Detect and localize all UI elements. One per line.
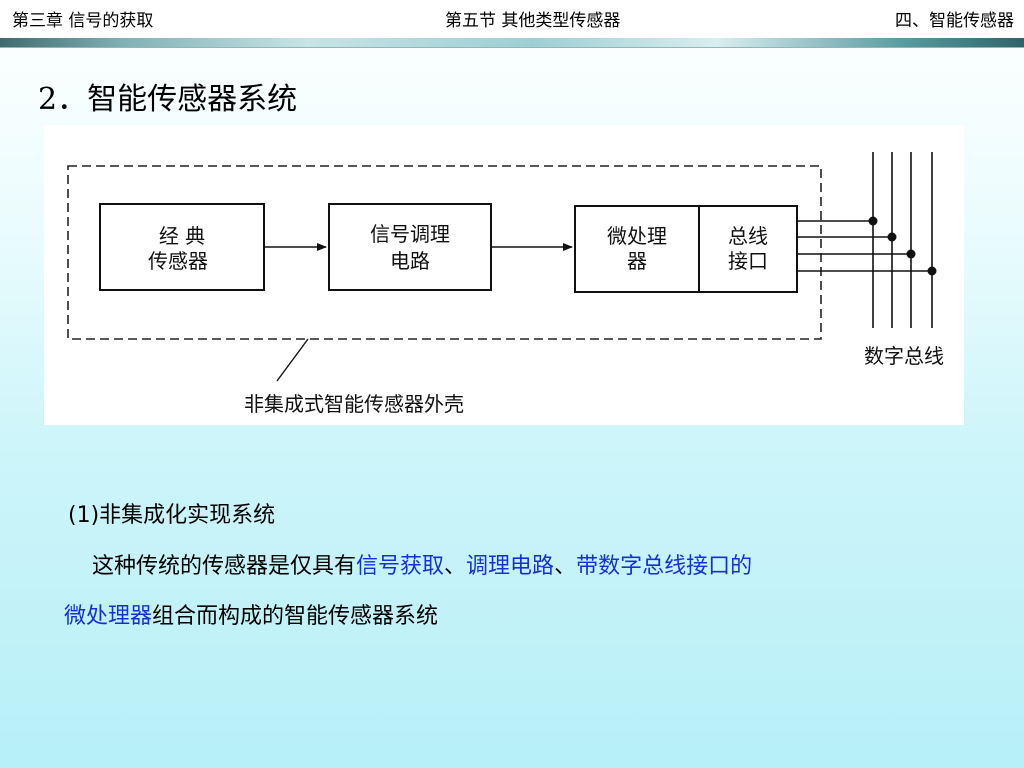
- slide-header: 第三章 信号的获取 第五节 其他类型传感器 四、智能传感器: [0, 0, 1024, 38]
- microprocessor-line2: 器: [627, 249, 647, 273]
- housing-label: 非集成式智能传感器外壳: [244, 392, 464, 416]
- highlight-conditioning-circuit: 调理电路: [466, 554, 555, 579]
- description-line-2: 微处理器组合而构成的智能传感器系统: [64, 606, 438, 628]
- slide-title: 2．智能传感器系统: [38, 82, 298, 117]
- system-diagram: 经 典 传感器 信号调理 电路 微处理 器 总线 接口 数字总线: [44, 125, 964, 425]
- diagram-svg: 经 典 传感器 信号调理 电路 微处理 器 总线 接口 数字总线: [67, 152, 944, 416]
- description-text: 组合而构成的智能传感器系统: [152, 604, 439, 629]
- highlight-digital-bus-interface: 带数字总线接口的: [576, 554, 753, 579]
- processor-bus-block: [574, 205, 798, 293]
- housing-leader-line: [276, 338, 309, 382]
- description-line-1: 这种传统的传感器是仅具有信号获取、调理电路、带数字总线接口的: [92, 556, 752, 578]
- classic-sensor-line2: 传感器: [148, 249, 208, 273]
- separator: 、: [444, 554, 467, 579]
- subsection-heading: (1)非集成化实现系统: [68, 503, 276, 528]
- header-decorative-bar: [0, 38, 1024, 47]
- header-divider: [0, 47, 1024, 48]
- digital-bus-label: 数字总线: [864, 344, 944, 368]
- highlight-microprocessor: 微处理器: [64, 604, 153, 629]
- section-label: 第五节 其他类型传感器: [445, 11, 621, 31]
- bus-interface-line2: 接口: [728, 249, 768, 273]
- bus-junction-2: [887, 232, 897, 242]
- bus-junction-3: [906, 249, 916, 259]
- topic-label: 四、智能传感器: [895, 11, 1014, 31]
- separator: 、: [554, 554, 577, 579]
- bus-junction-1: [868, 216, 878, 226]
- housing-outline: [67, 165, 822, 340]
- microprocessor-line1: 微处理: [607, 224, 667, 248]
- chapter-label: 第三章 信号的获取: [12, 11, 154, 31]
- signal-conditioning-line1: 信号调理: [370, 222, 450, 246]
- bus-interface-line1: 总线: [728, 224, 768, 248]
- bus-junction-4: [927, 266, 937, 276]
- classic-sensor-line1: 经 典: [159, 224, 205, 248]
- signal-conditioning-line2: 电路: [390, 249, 430, 273]
- highlight-signal-acquisition: 信号获取: [356, 554, 445, 579]
- description-text: 这种传统的传感器是仅具有: [92, 554, 357, 579]
- signal-conditioning-block: [328, 203, 492, 291]
